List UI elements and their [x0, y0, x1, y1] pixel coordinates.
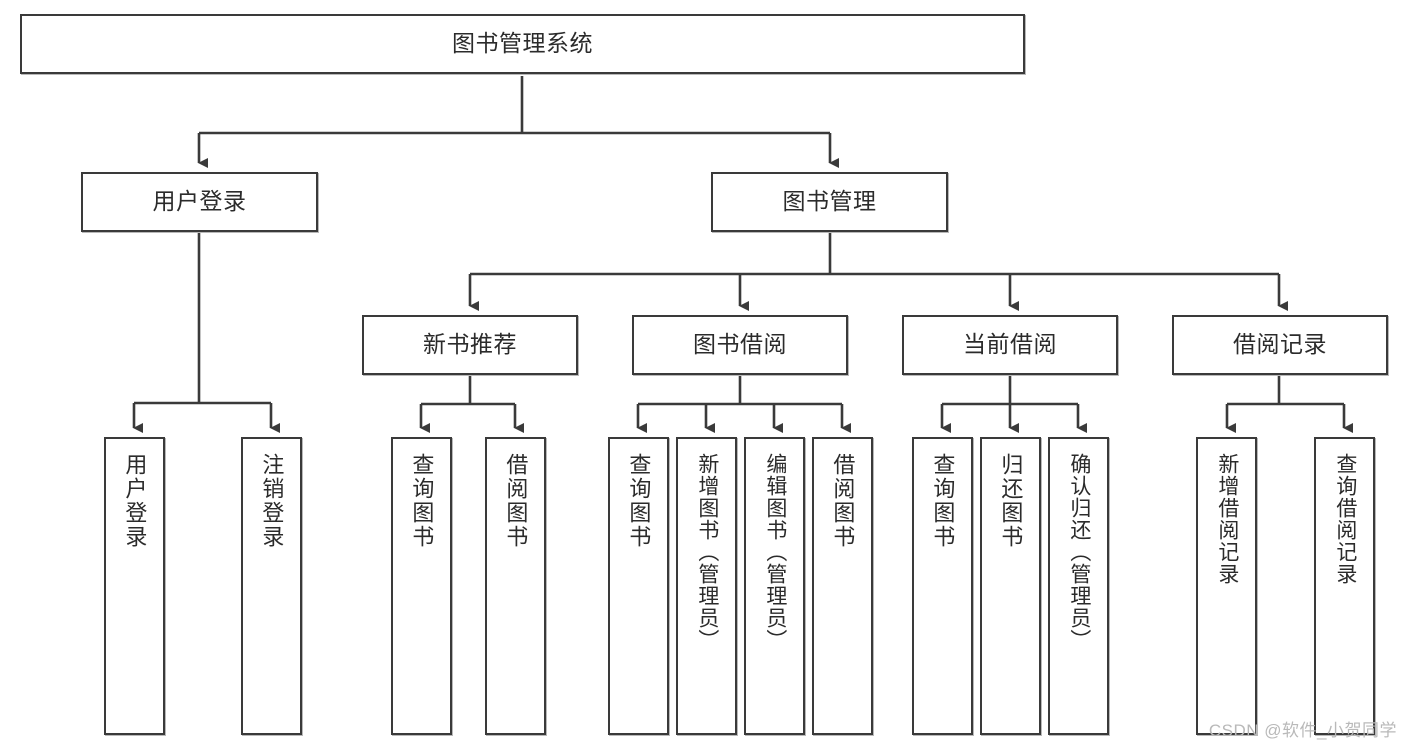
node-leaf-query-borrow-record[interactable]: 查询借阅记录	[1314, 437, 1375, 735]
node-leaf-borrow-book[interactable]: 借阅图书	[812, 437, 873, 735]
node-label: 图书管理系统	[452, 30, 593, 57]
node-label: 用户登录	[122, 453, 148, 549]
node-label: 查询借阅记录	[1333, 453, 1357, 585]
node-label: 借阅图书	[503, 453, 529, 549]
node-label: 编辑图书（管理员）	[763, 453, 787, 651]
node-borrow-record[interactable]: 借阅记录	[1172, 315, 1388, 375]
node-label: 当前借阅	[963, 331, 1057, 358]
node-label: 借阅记录	[1233, 331, 1327, 358]
node-root-system[interactable]: 图书管理系统	[20, 14, 1025, 74]
node-leaf-return-book[interactable]: 归还图书	[980, 437, 1041, 735]
node-label: 注销登录	[259, 453, 285, 549]
node-label: 新增图书（管理员）	[695, 453, 719, 651]
node-leaf-borrow-book-recommend[interactable]: 借阅图书	[485, 437, 546, 735]
node-label: 确认归还（管理员）	[1067, 453, 1091, 651]
node-leaf-query-book-recommend[interactable]: 查询图书	[391, 437, 452, 735]
node-label: 图书管理	[782, 188, 877, 215]
node-label: 图书借阅	[693, 331, 787, 358]
node-label: 查询图书	[409, 453, 435, 549]
node-label: 新书推荐	[423, 331, 517, 358]
node-label: 归还图书	[998, 453, 1024, 549]
node-leaf-add-borrow-record[interactable]: 新增借阅记录	[1196, 437, 1257, 735]
node-leaf-logout-login[interactable]: 注销登录	[241, 437, 302, 735]
node-user-login[interactable]: 用户登录	[81, 172, 318, 232]
node-label: 查询图书	[626, 453, 652, 549]
node-label: 用户登录	[152, 188, 247, 215]
watermark-text: CSDN @软件_小贺同学	[1208, 721, 1397, 740]
node-leaf-query-book-current[interactable]: 查询图书	[912, 437, 973, 735]
node-leaf-add-book[interactable]: 新增图书（管理员）	[676, 437, 737, 735]
node-leaf-query-book-borrow[interactable]: 查询图书	[608, 437, 669, 735]
node-leaf-edit-book[interactable]: 编辑图书（管理员）	[744, 437, 805, 735]
node-label: 查询图书	[930, 453, 956, 549]
node-new-book-recommend[interactable]: 新书推荐	[362, 315, 578, 375]
node-current-borrow[interactable]: 当前借阅	[902, 315, 1118, 375]
node-book-borrow[interactable]: 图书借阅	[632, 315, 848, 375]
node-book-manage[interactable]: 图书管理	[711, 172, 948, 232]
node-label: 新增借阅记录	[1215, 453, 1239, 585]
node-leaf-confirm-return[interactable]: 确认归还（管理员）	[1048, 437, 1109, 735]
node-label: 借阅图书	[830, 453, 856, 549]
node-leaf-user-login[interactable]: 用户登录	[104, 437, 165, 735]
